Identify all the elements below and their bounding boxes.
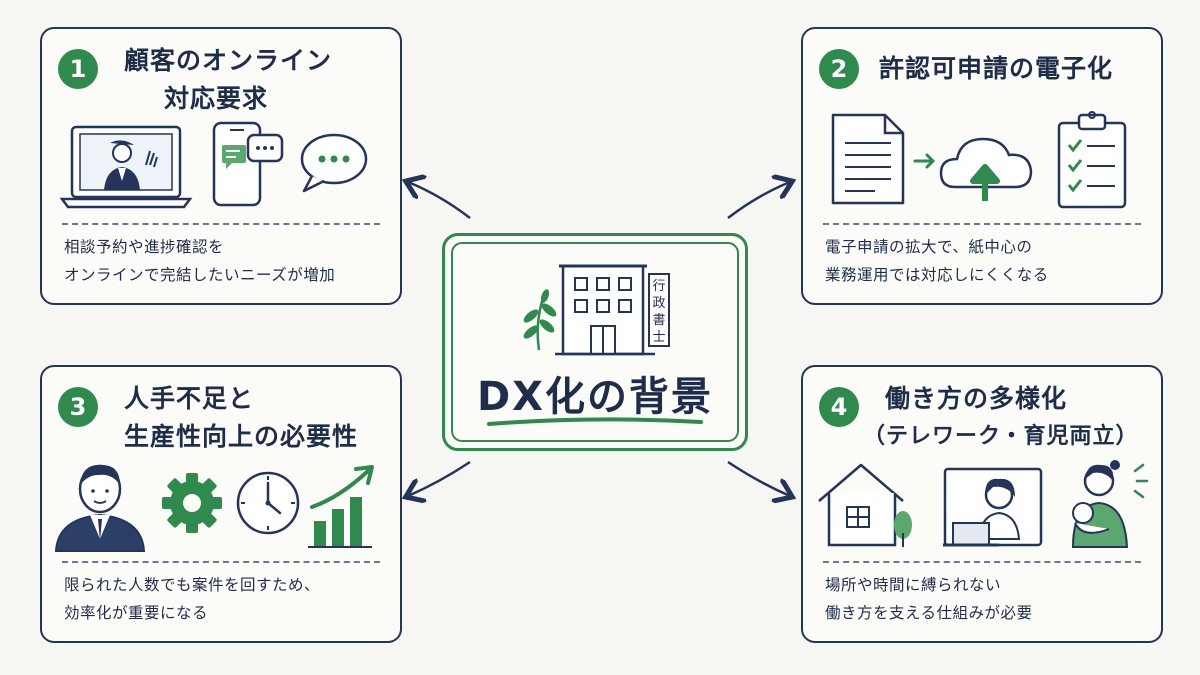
gear-icon xyxy=(162,473,222,533)
card-number-badge: 3 xyxy=(58,387,98,427)
card-desc-line-1: 場所や時間に縛られない xyxy=(825,576,1002,594)
clock-icon xyxy=(236,471,300,535)
center-panel-inner-border xyxy=(451,242,739,442)
card-desc-line-2: 働き方を支える仕組みが必要 xyxy=(825,604,1033,622)
cloud-upload-icon xyxy=(939,137,1033,201)
work-style-icons xyxy=(818,460,1149,548)
clipboard-checklist-icon xyxy=(1057,111,1127,209)
arrow-to-card-3 xyxy=(408,460,471,496)
building-sign-char-4: 士 xyxy=(652,330,665,345)
building-sign-char-1: 行 xyxy=(652,279,665,294)
card-online-demand: 1 顧客のオンライン 対応要求 相 xyxy=(40,27,402,305)
card-divider xyxy=(62,223,380,225)
card-number-badge: 1 xyxy=(58,49,98,89)
smartphone-chat-icon xyxy=(212,121,284,207)
center-title: DX化の背景 xyxy=(476,374,714,420)
card-desc-line-2: 業務運用では対応しにくくなる xyxy=(825,266,1049,284)
arrow-to-card-4 xyxy=(727,460,790,496)
house-icon xyxy=(818,463,912,547)
card-desc-line-1: 限られた人数でも案件を回すため、 xyxy=(64,576,321,594)
card-number-badge: 4 xyxy=(819,387,859,427)
card-desc-line-1: 相談予約や進捗確認を xyxy=(64,238,225,256)
card-title-line-2: 対応要求 xyxy=(164,84,269,113)
document-icon xyxy=(831,113,905,205)
speech-bubble-icon xyxy=(300,133,368,193)
card-e-application: 2 許認可申請の電子化 xyxy=(801,27,1163,305)
e-application-icons xyxy=(831,111,1127,209)
card-desc-line-1: 電子申請の拡大で、紙中心の xyxy=(825,238,1033,256)
building-sign-char-2: 政 xyxy=(652,296,665,311)
card-title-line-2: （テレワーク・育児両立） xyxy=(863,424,1139,449)
building-sign-char-3: 書 xyxy=(652,313,665,328)
card-divider xyxy=(62,561,380,563)
growth-chart-icon xyxy=(308,465,374,548)
arrow-right-icon xyxy=(913,153,936,169)
card-number-badge: 2 xyxy=(819,49,859,89)
card-desc-line-2: オンラインで完結したいニーズが増加 xyxy=(64,266,336,284)
businessman-icon xyxy=(54,464,146,552)
mother-baby-icon xyxy=(1071,460,1149,548)
leaf-branch-icon xyxy=(523,289,557,351)
card-title-line-2: 生産性向上の必要性 xyxy=(124,422,359,451)
productivity-icons xyxy=(54,464,374,552)
card-title-line-1: 許認可申請の電子化 xyxy=(879,54,1114,83)
card-divider xyxy=(823,561,1141,563)
arrow-to-card-1 xyxy=(408,182,471,219)
card-divider xyxy=(823,223,1141,225)
center-panel: 行 政 書 士 DX化の背景 xyxy=(442,233,748,451)
card-work-style: 4 働き方の多様化 （テレワーク・育児両立） xyxy=(801,365,1163,643)
card-title-line-1: 働き方の多様化 xyxy=(885,384,1068,413)
card-desc-line-2: 効率化が重要になる xyxy=(64,604,209,622)
woman-telework-icon xyxy=(943,467,1043,547)
online-icons xyxy=(59,121,368,209)
card-title-line-1: 人手不足と xyxy=(124,384,255,413)
title-underline-brush xyxy=(487,417,703,426)
card-labor-shortage: 3 人手不足と 生産性向上の必要性 xyxy=(40,365,402,643)
office-building-icon: 行 政 書 士 xyxy=(523,264,670,356)
laptop-video-call-icon xyxy=(59,125,193,209)
arrow-to-card-2 xyxy=(727,182,790,219)
card-title-line-1: 顧客のオンライン xyxy=(124,46,333,75)
